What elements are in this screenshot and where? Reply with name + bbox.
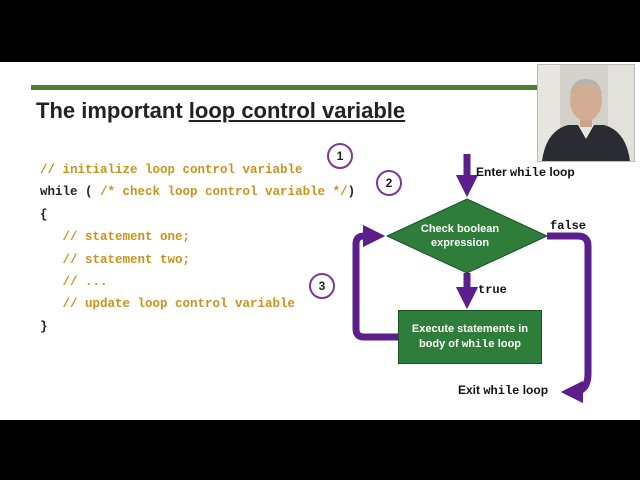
body-keyword: while: [461, 338, 495, 351]
code-line-6: // ...: [40, 275, 108, 289]
enter-prefix: Enter: [476, 165, 511, 179]
exit-suffix: loop: [519, 383, 549, 397]
title-underlined: loop control variable: [188, 98, 406, 123]
presenter-image: [538, 65, 634, 161]
exit-prefix: Exit: [458, 383, 484, 397]
title-accent-bar: [31, 85, 537, 90]
marker-2: 2: [376, 170, 402, 196]
marker-3: 3: [309, 273, 335, 299]
code-keyword-while: while: [40, 185, 78, 199]
exit-loop-label: Exit while loop: [458, 383, 548, 398]
body-prefix: body of: [418, 337, 462, 350]
slide-title: The important loop control variable: [36, 98, 405, 124]
code-comment-check: /* check loop control variable */: [100, 185, 348, 199]
code-paren-close: ): [347, 185, 356, 199]
body-suffix: loop: [494, 337, 522, 350]
marker-1: 1: [327, 143, 353, 169]
true-label: true: [478, 283, 507, 297]
flowchart-graphics: [352, 154, 592, 404]
code-line-2: while ( /* check loop control variable *…: [40, 185, 355, 199]
body-line-2: body of while loop: [419, 337, 521, 353]
loop-body-box: Execute statements in body of while loop: [398, 310, 542, 364]
loop-back-arrow: [352, 224, 398, 341]
body-line-1: Execute statements in: [411, 322, 529, 335]
title-prefix: The important: [36, 98, 189, 123]
false-arrow: [547, 232, 592, 404]
code-line-1: // initialize loop control variable: [40, 163, 303, 177]
enter-loop-label: Enter while loop: [476, 165, 575, 180]
decision-line-1: Check boolean: [420, 223, 500, 235]
code-line-5: // statement two;: [40, 253, 191, 267]
code-comment-initialize: // initialize loop control variable: [40, 163, 303, 177]
decision-text: Check boolean expression: [410, 222, 510, 250]
slide: The important loop control variable // i…: [0, 62, 640, 420]
decision-line-2: expression: [430, 237, 490, 249]
code-line-8: }: [40, 320, 48, 334]
enter-suffix: loop: [546, 165, 575, 179]
code-line-7: // update loop control variable: [40, 297, 296, 311]
code-line-4: // statement one;: [40, 230, 191, 244]
code-line-3: {: [40, 208, 48, 222]
presenter-webcam: [537, 64, 635, 162]
enter-keyword: while: [510, 166, 547, 180]
code-paren-open: (: [77, 185, 101, 199]
false-label: false: [550, 219, 587, 233]
exit-keyword: while: [483, 384, 520, 398]
